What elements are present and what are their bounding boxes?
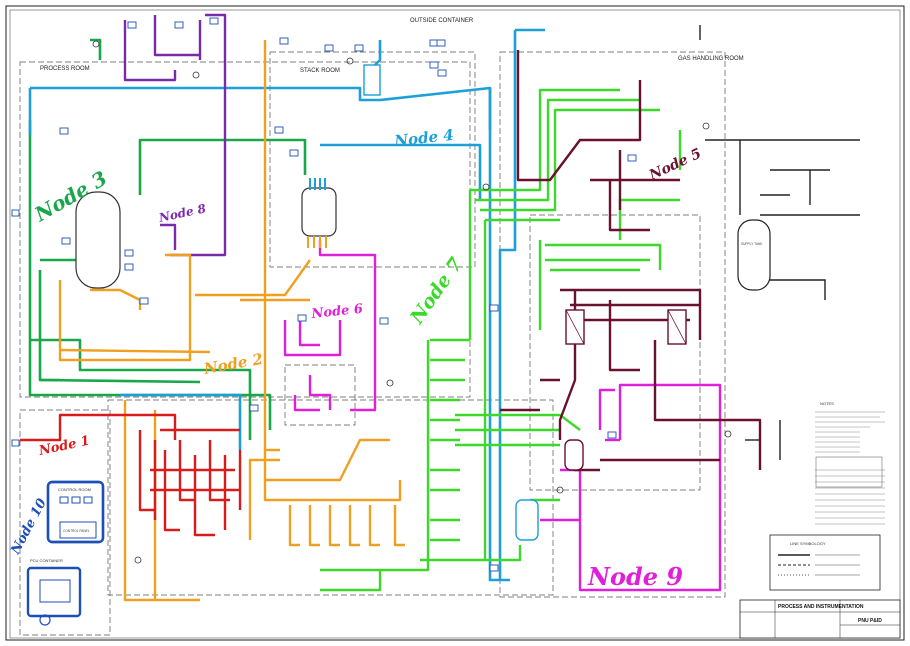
- process-vessel-icon: [75, 191, 121, 289]
- control-room-label: CONTROL ROOM: [58, 487, 91, 492]
- node-8-label: Node 8: [157, 201, 208, 225]
- node-9-lines: [540, 383, 722, 592]
- drawing-title: PROCESS AND INSTRUMENTATION: [778, 604, 864, 610]
- valve-symbols: [92, 40, 732, 564]
- legend-heading: LINE SYMBOLOGY: [790, 541, 826, 546]
- notes-heading: NOTES: [820, 401, 834, 406]
- control-panel-label: CONTROL PANEL: [63, 529, 90, 533]
- node-1-lines: [20, 413, 242, 537]
- outside-filter-icon: [363, 64, 381, 96]
- reactor-right-hatch: [667, 309, 687, 345]
- title-block: [739, 599, 901, 639]
- node-5-label: Node 5: [646, 146, 704, 184]
- control-room-box: [46, 480, 105, 544]
- node-10-label: Node 10: [8, 496, 50, 557]
- stack-inlet-lines: [309, 178, 326, 190]
- node-6-label: Node 6: [310, 302, 364, 322]
- pcu-container-label: PCU CONTAINER: [30, 558, 63, 563]
- node-7-label: Node 7: [406, 254, 468, 329]
- node-2-lines: [58, 40, 405, 602]
- node-4-label: Node 4: [393, 126, 455, 150]
- pcu-pump-icon: [39, 614, 51, 626]
- control-panel-box: [59, 521, 97, 539]
- monitor-icons: [59, 496, 93, 504]
- node-8-lines: [123, 13, 227, 257]
- node-7-lines: [320, 88, 682, 592]
- gas-vessel-icon: [564, 439, 584, 471]
- node-6-lines: [283, 240, 377, 412]
- separator-vessel-icon: [515, 499, 539, 541]
- node-4-lines: [28, 28, 545, 582]
- black-process-lines: [699, 25, 860, 460]
- supply-tank-icon: [737, 219, 771, 291]
- process-room-label: PROCESS ROOM: [40, 66, 90, 72]
- gas-handling-room-label: GAS HANDLING ROOM: [678, 56, 744, 62]
- legend-lines: [778, 554, 860, 576]
- stack-room-label: STACK ROOM: [300, 68, 340, 74]
- stack-outlet-lines: [307, 236, 327, 248]
- outside-container-label: OUTSIDE CONTAINER: [410, 18, 474, 24]
- drawing-border: [5, 5, 905, 641]
- stack-vessel-icon: [301, 187, 337, 237]
- supply-tank-label: SUPPLY TANK: [741, 242, 763, 246]
- node-3-lines: [28, 38, 307, 440]
- drawing-inner-border: [9, 9, 901, 639]
- notes-lines: [815, 411, 885, 525]
- instrument-tags: [11, 17, 637, 572]
- room-outlines: [19, 51, 726, 636]
- notes-table: [815, 456, 883, 488]
- pcu-box: [39, 579, 71, 603]
- legend-box: [769, 534, 881, 591]
- reactor-left-hatch: [565, 309, 585, 345]
- node-2-label: Node 2: [202, 350, 265, 378]
- node-1-label: Node 1: [37, 434, 91, 460]
- sheet-name: PNU P&ID: [858, 618, 882, 624]
- node-9-label: Node 9: [587, 562, 683, 591]
